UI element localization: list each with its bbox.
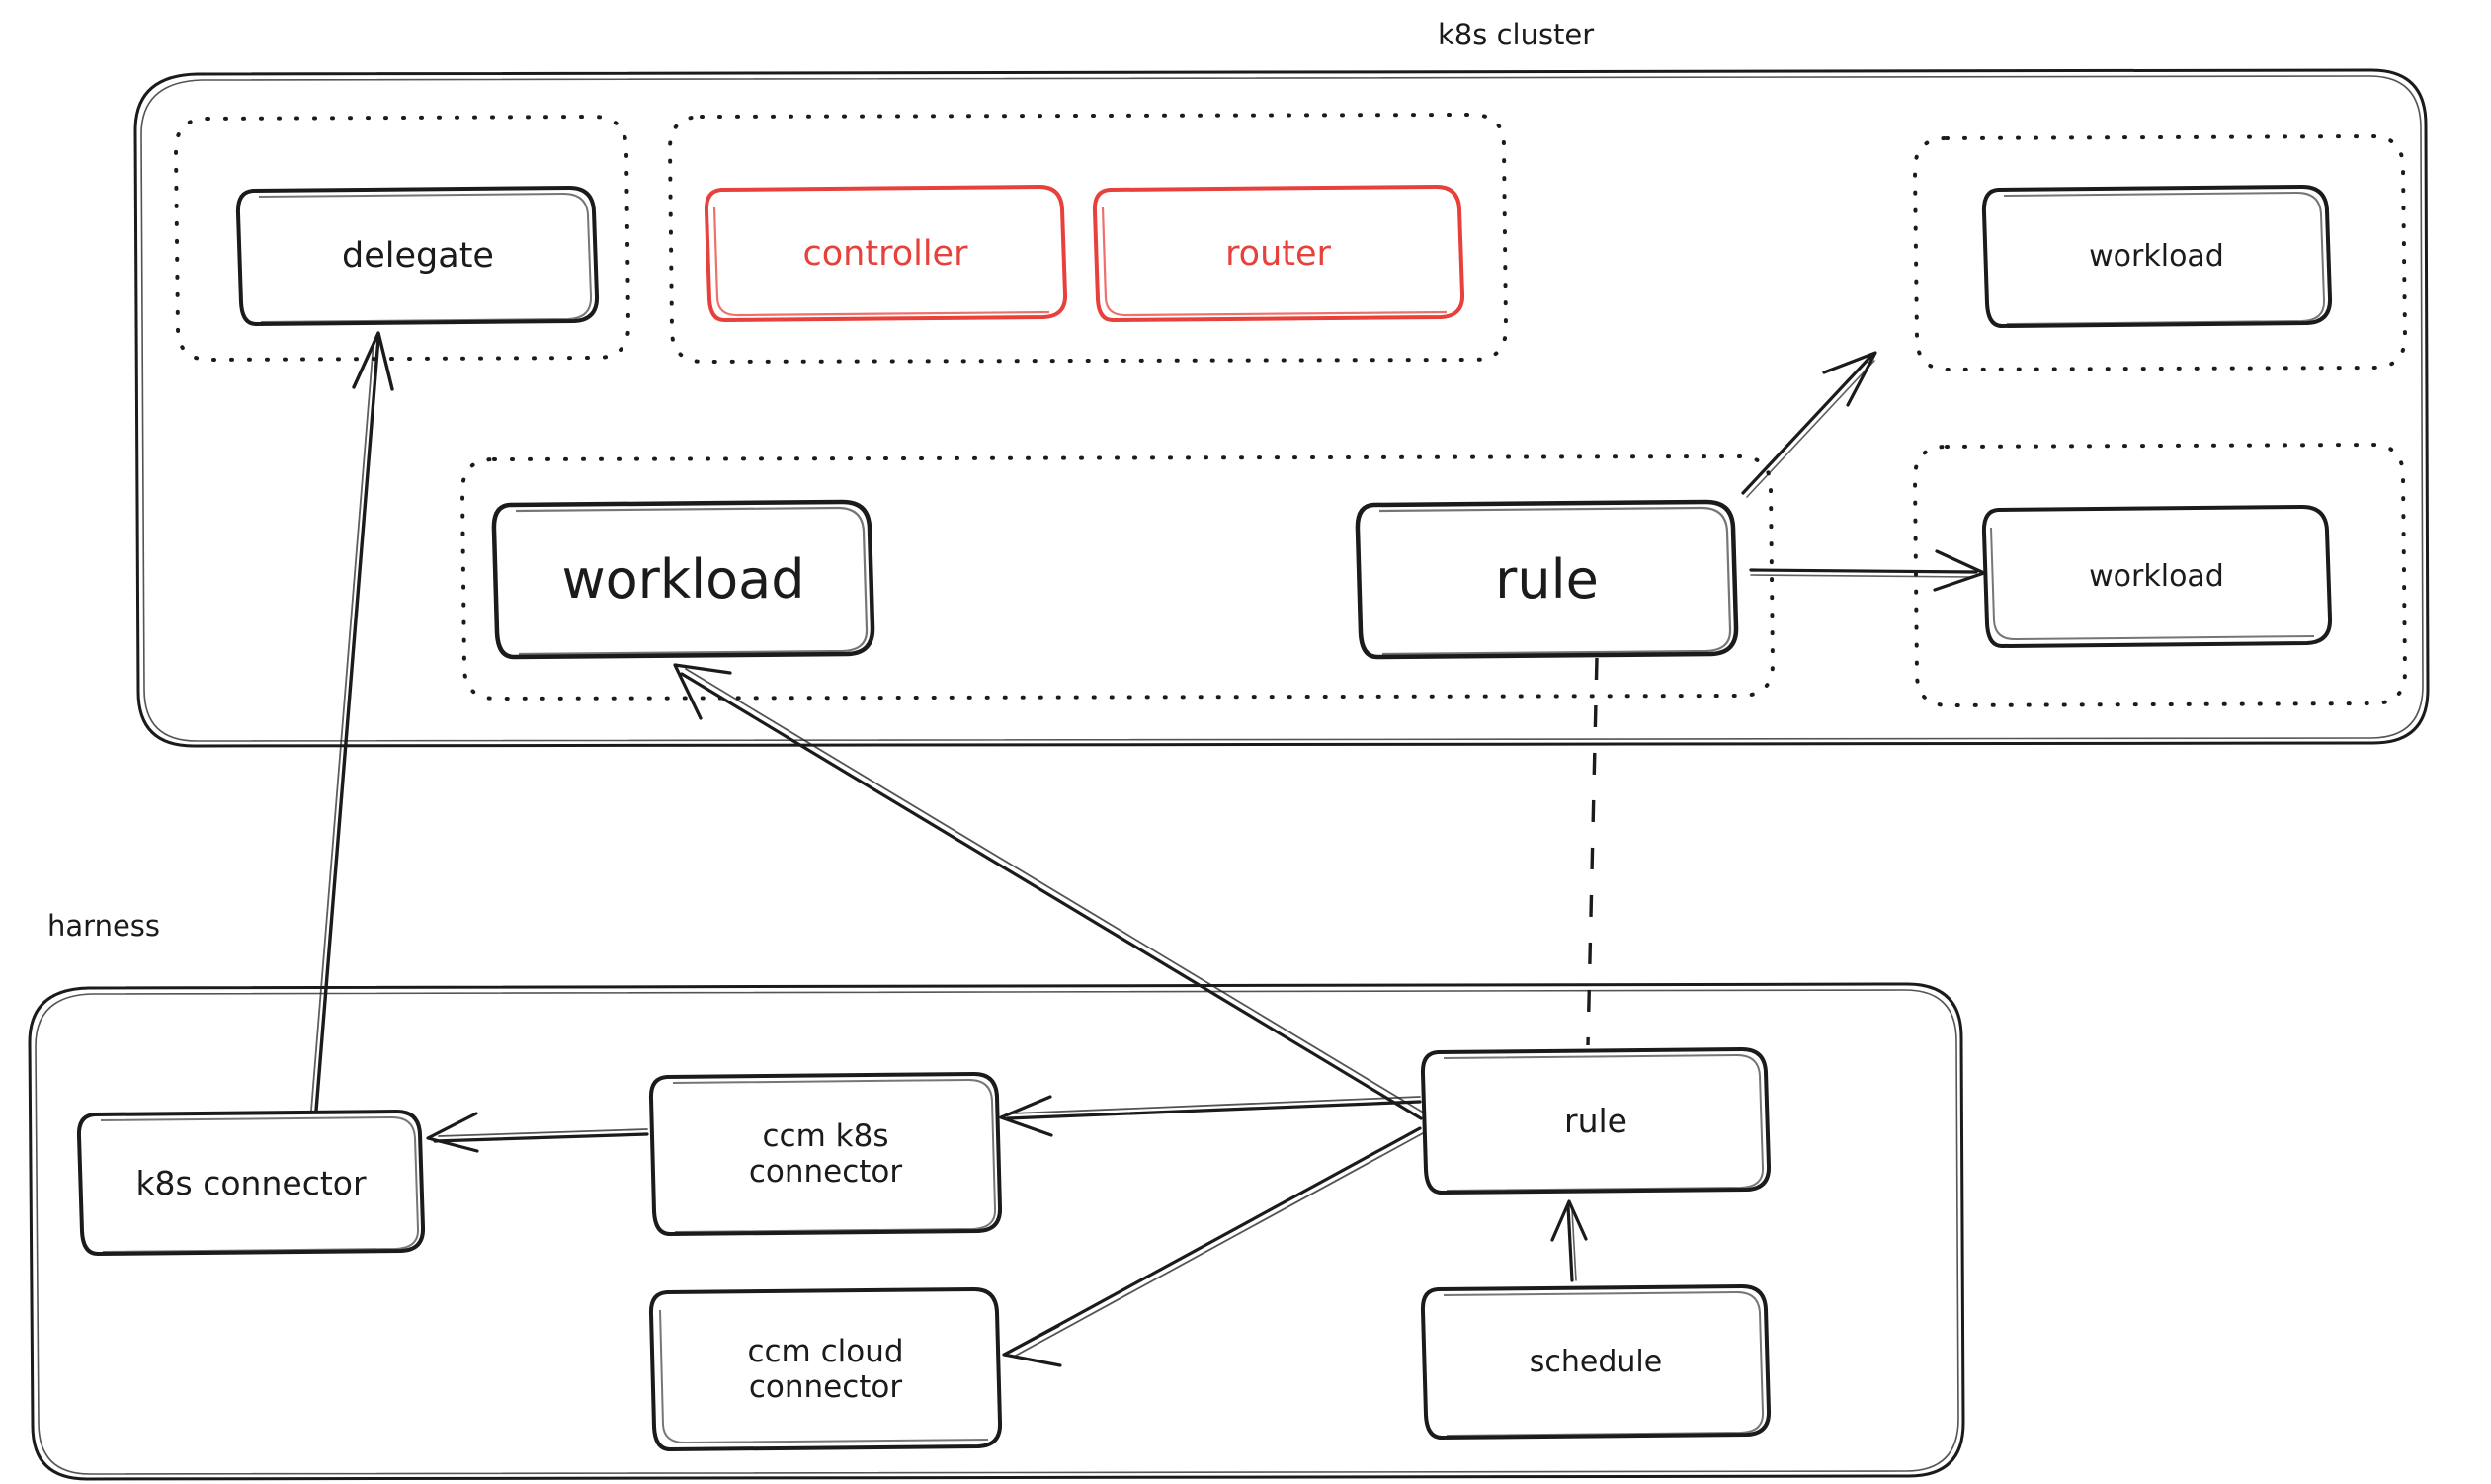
node-rule-cluster[interactable] <box>1355 499 1739 660</box>
node-label-controller: controller <box>802 233 968 274</box>
node-router[interactable] <box>1092 185 1465 322</box>
node-label-rule-harness: rule <box>1564 1102 1627 1140</box>
node-ccm-k8s-connector[interactable] <box>648 1072 1003 1236</box>
node-label-schedule: schedule <box>1529 1345 1663 1379</box>
group-harness <box>28 982 1965 1481</box>
edge-rule-cluster-to-workload-top-right <box>1741 351 1877 498</box>
node-workload-bottom-right[interactable] <box>1981 505 2333 648</box>
edge-rule-cluster-to-workload-bottom-right <box>1749 549 1986 592</box>
group-title-k8s-cluster: k8s cluster <box>1438 18 1595 51</box>
node-workload-top-right[interactable] <box>1981 185 2333 328</box>
node-label-workload-center: workload <box>561 548 805 611</box>
edge-k8s-connector-to-delegate <box>310 331 394 1113</box>
node-label-workload-bottom-right: workload <box>2089 559 2224 594</box>
edge-rule-harness-to-ccm-cloud-connector <box>1002 1126 1424 1367</box>
node-k8s-connector[interactable] <box>76 1110 426 1256</box>
edge-rule-cluster-to-rule-harness-dashed <box>1586 657 1599 1046</box>
node-schedule[interactable] <box>1420 1284 1772 1440</box>
node-ccm-cloud-connector[interactable] <box>648 1287 1003 1451</box>
node-label-delegate: delegate <box>342 236 494 276</box>
node-label-ccm-cloud-connector: ccm cloud connector <box>747 1334 904 1405</box>
node-label-ccm-k8s-connector: ccm k8s connector <box>748 1118 903 1190</box>
edge-ccm-k8s-connector-to-k8s-connector <box>426 1112 649 1153</box>
node-label-rule-cluster: rule <box>1495 548 1599 611</box>
node-label-workload-top-right: workload <box>2089 239 2224 274</box>
group-workload-bottom-namespace <box>1912 442 2408 708</box>
edge-rule-harness-to-ccm-k8s-connector <box>999 1095 1422 1137</box>
node-label-router: router <box>1225 233 1331 274</box>
group-title-harness: harness <box>47 909 161 943</box>
group-k8s-cluster <box>133 68 2430 748</box>
group-workload-top-namespace <box>1912 133 2408 372</box>
node-label-k8s-connector: k8s connector <box>135 1163 367 1202</box>
node-controller[interactable] <box>704 185 1068 322</box>
node-rule-harness[interactable] <box>1420 1047 1772 1195</box>
group-workload-rule-namespace <box>459 453 1776 701</box>
node-workload-center[interactable] <box>491 499 875 660</box>
edge-rule-harness-to-workload-center <box>673 663 1426 1120</box>
node-delegate[interactable] <box>235 186 600 326</box>
edge-schedule-to-rule-harness <box>1550 1199 1588 1282</box>
